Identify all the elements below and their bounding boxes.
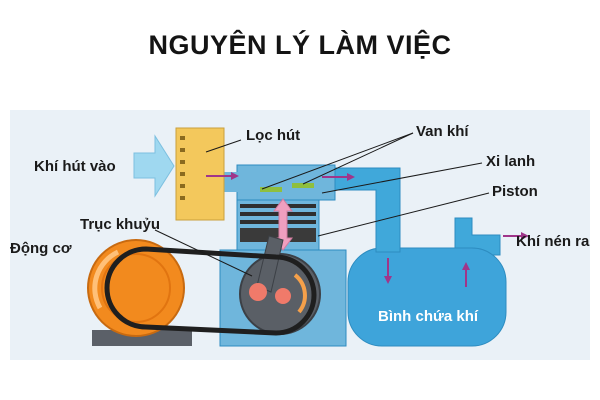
- label-cylinder: Xi lanh: [486, 153, 535, 170]
- filter-slots: [180, 136, 185, 200]
- intake-valve: [260, 187, 282, 192]
- leader-lines: [154, 132, 490, 277]
- label-intake-filter: Lọc hút: [246, 127, 300, 144]
- diagram-title: NGUYÊN LÝ LÀM VIỆC: [148, 30, 452, 60]
- exhaust-valve: [292, 183, 314, 188]
- motor-base: [92, 330, 192, 346]
- air-tank: [347, 247, 507, 347]
- outlet-pipe: [454, 217, 501, 256]
- label-tank: Bình chứa khí: [378, 308, 479, 325]
- motor-pulley: [101, 253, 171, 323]
- crank-center: [275, 288, 291, 304]
- label-valves: Van khí: [416, 123, 469, 140]
- label-crankshaft: Trục khuỷu: [80, 216, 160, 233]
- label-intake-air: Khí hút vào: [34, 158, 116, 175]
- label-outlet-air: Khí nén ra: [516, 233, 590, 250]
- intake-arrow-icon: [133, 134, 175, 198]
- crank-pin: [249, 283, 267, 301]
- cylinder-head: [236, 164, 336, 201]
- label-motor: Động cơ: [10, 240, 72, 257]
- drive-belt: [104, 246, 317, 336]
- crank-rotation-arrow: [293, 273, 307, 314]
- label-piston: Piston: [492, 183, 538, 200]
- motor-rotation-arrow: [92, 249, 120, 310]
- piston-arrow-icon: [273, 198, 293, 251]
